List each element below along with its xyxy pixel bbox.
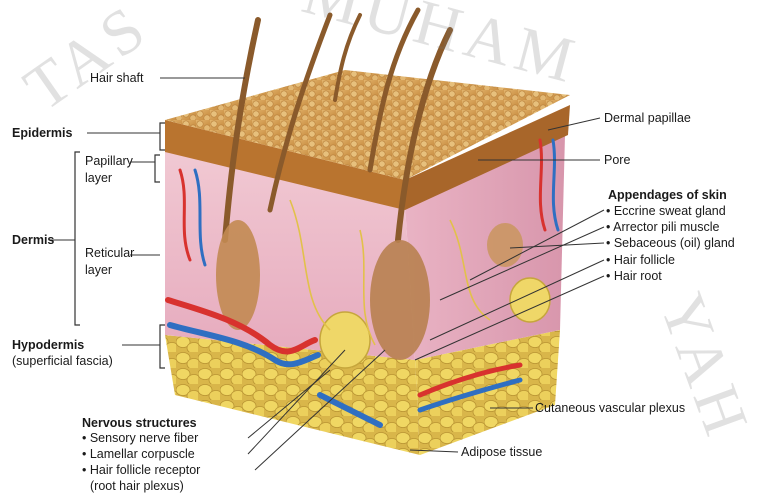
- follicle-center: [370, 240, 430, 360]
- label-arrector: • Arrector pili muscle: [606, 220, 719, 234]
- label-papillary-2: layer: [85, 171, 112, 185]
- label-pore: Pore: [604, 153, 630, 167]
- label-epidermis: Epidermis: [12, 126, 72, 140]
- label-appendages-title: Appendages of skin: [608, 188, 727, 202]
- label-root-hair-plexus: (root hair plexus): [90, 479, 184, 493]
- hypodermis-bracket: [160, 325, 165, 368]
- label-hypodermis: Hypodermis: [12, 338, 84, 352]
- label-sensory-nerve: • Sensory nerve fiber: [82, 431, 198, 445]
- label-hair-shaft: Hair shaft: [90, 71, 144, 85]
- label-reticular-2: layer: [85, 263, 112, 277]
- label-hair-root: • Hair root: [606, 269, 662, 283]
- label-cutaneous-plexus: Cutaneous vascular plexus: [535, 401, 685, 415]
- label-hair-follicle: • Hair follicle: [606, 253, 675, 267]
- label-dermal-papillae: Dermal papillae: [604, 111, 691, 125]
- follicle-left: [216, 220, 260, 330]
- label-superficial-fascia: (superficial fascia): [12, 354, 113, 368]
- sebaceous-gland: [487, 223, 523, 267]
- epidermis-bracket: [160, 123, 165, 150]
- label-lamellar: • Lamellar corpuscle: [82, 447, 195, 461]
- label-nervous-title: Nervous structures: [82, 416, 197, 430]
- label-reticular-1: Reticular: [85, 246, 134, 260]
- label-receptor: • Hair follicle receptor: [82, 463, 200, 477]
- label-dermis: Dermis: [12, 233, 54, 247]
- label-papillary-1: Papillary: [85, 154, 133, 168]
- dermis-bracket: [75, 152, 80, 325]
- lamellar-corpuscle-1: [320, 312, 370, 368]
- label-adipose: Adipose tissue: [461, 445, 542, 459]
- papillary-bracket: [155, 155, 160, 182]
- label-sebaceous: • Sebaceous (oil) gland: [606, 236, 735, 250]
- label-eccrine: • Eccrine sweat gland: [606, 204, 726, 218]
